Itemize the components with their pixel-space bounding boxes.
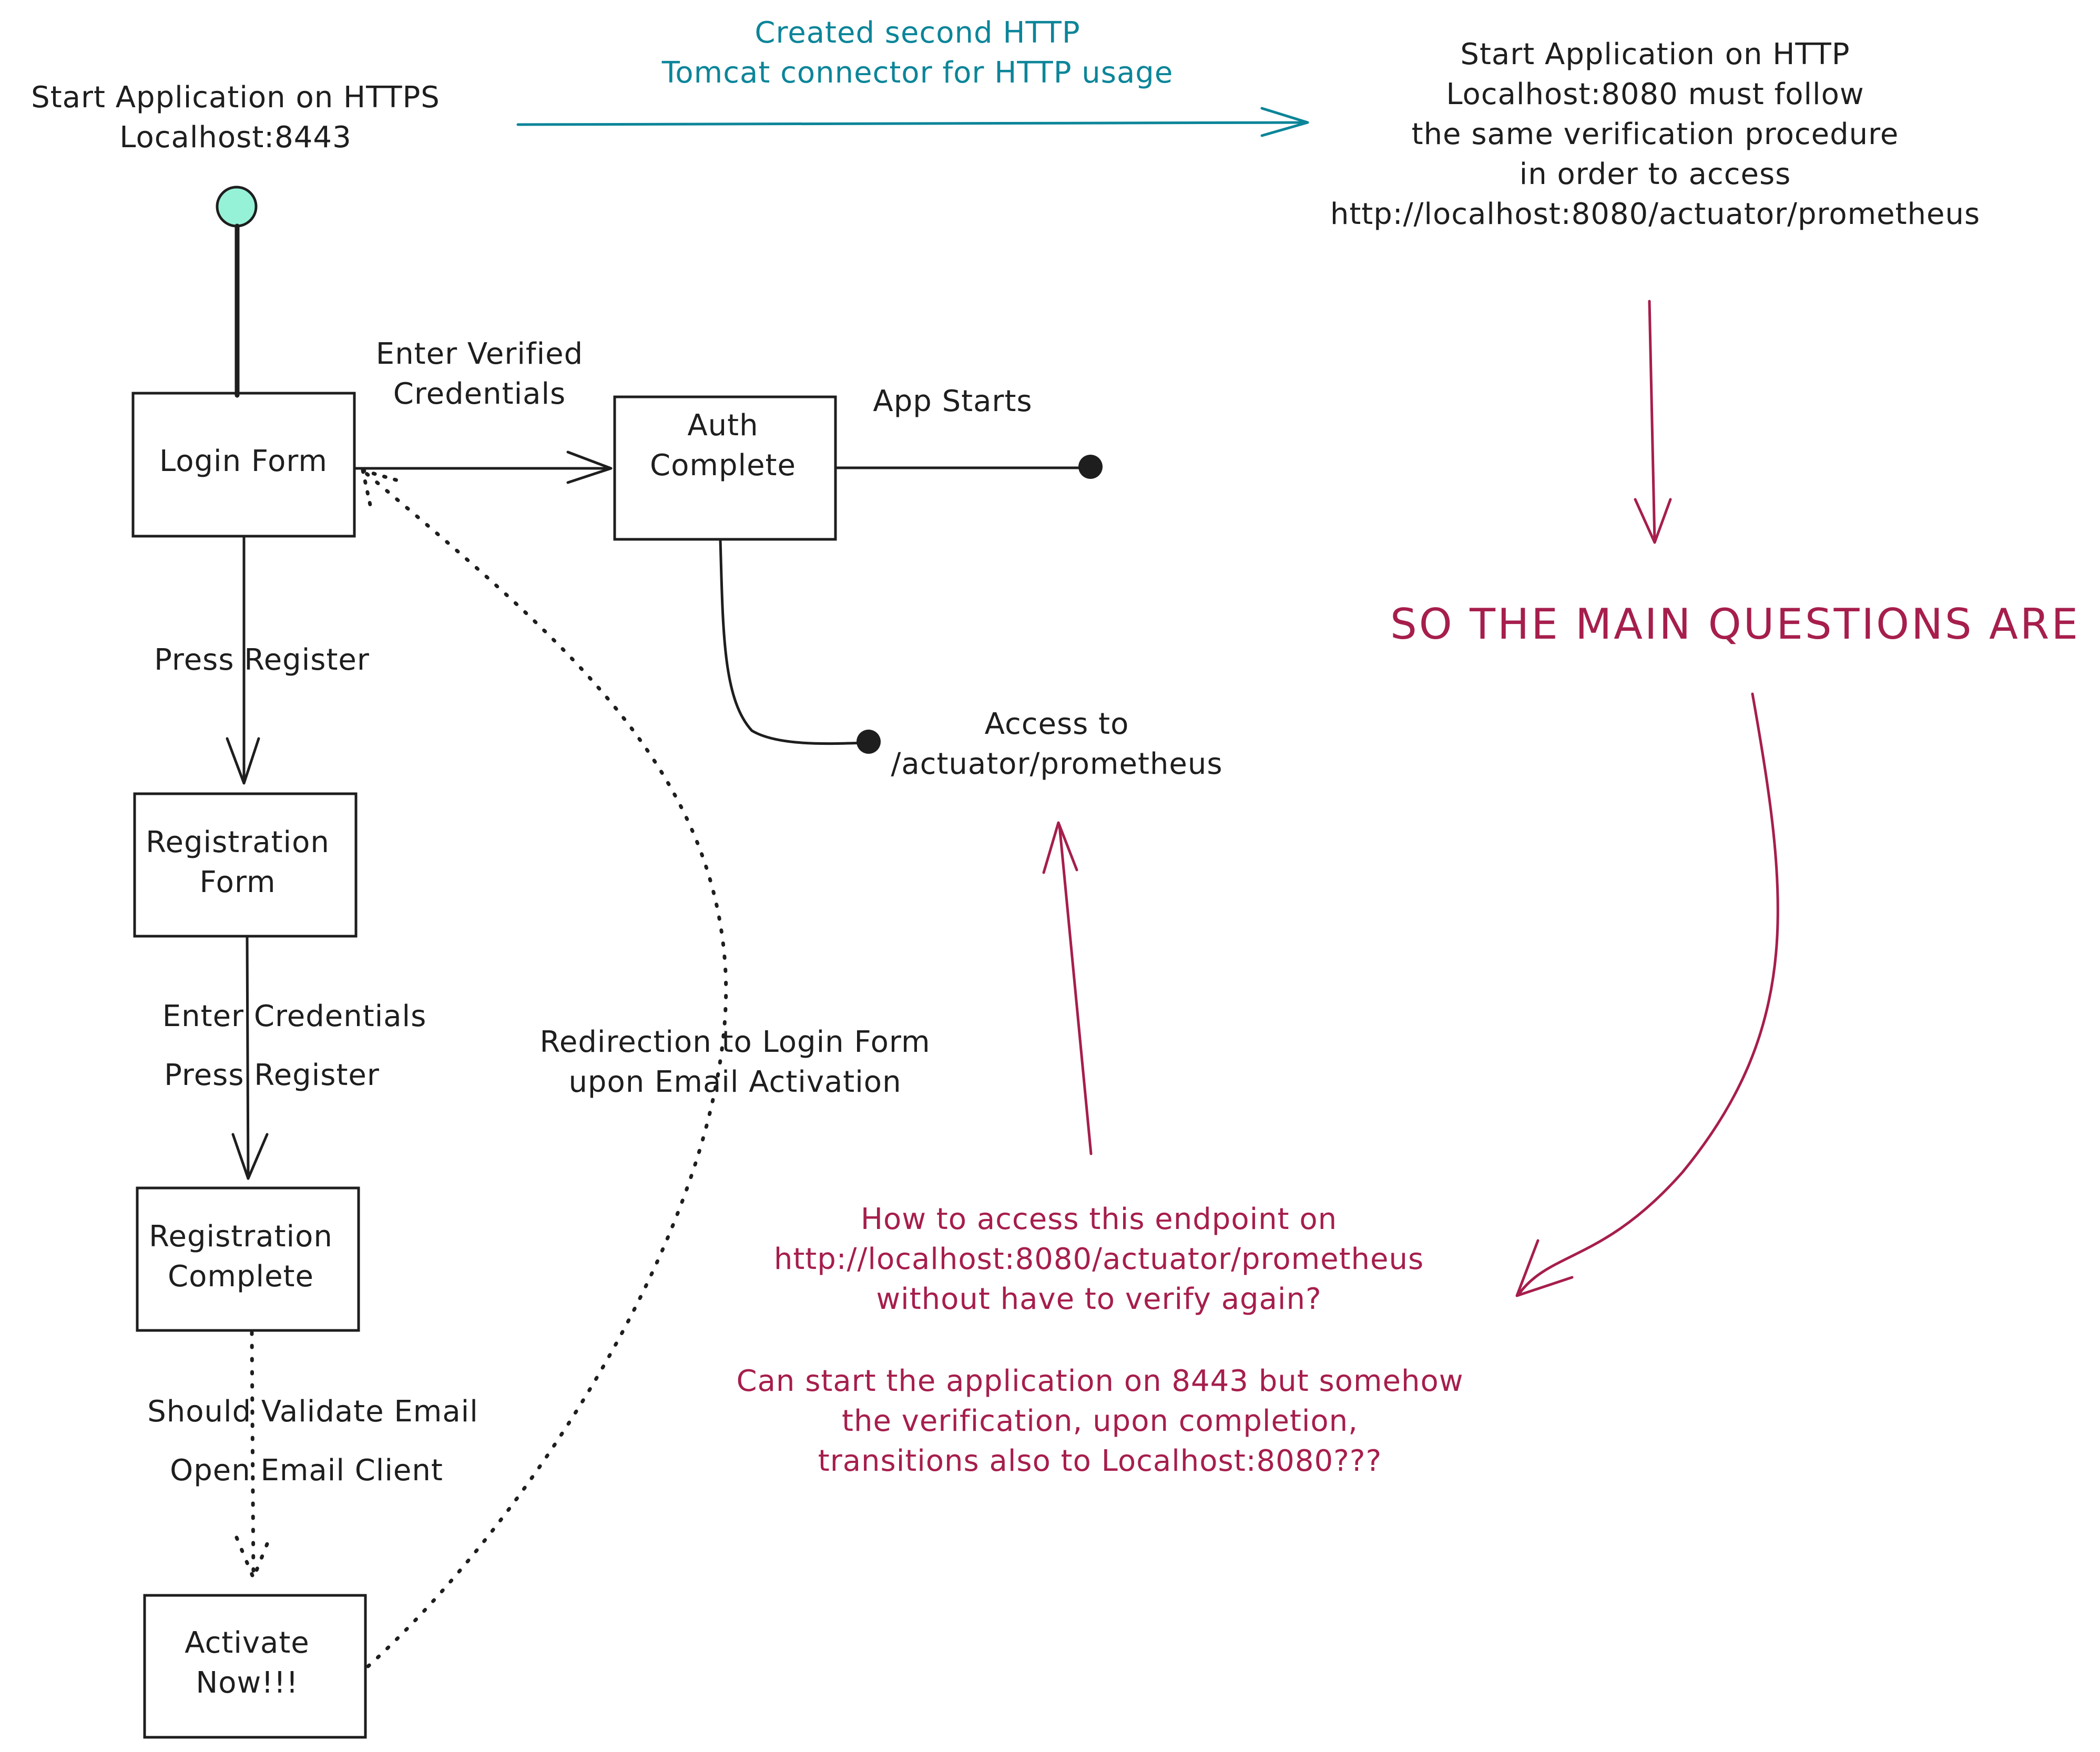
end-node-access [857, 730, 881, 754]
question-2: Can start the application on 8443 but so… [736, 1364, 1464, 1478]
registration-form-box [133, 792, 358, 938]
arrowhead-to-main-questions [1634, 498, 1672, 544]
arrow-https-to-http [516, 121, 1308, 126]
registration-complete-label: Registration Complete [149, 1220, 333, 1294]
arrow-main-to-questions [1518, 692, 1779, 1295]
arrowhead-activate-to-login [361, 468, 402, 509]
edge-label-press-register: Press Register [154, 643, 370, 677]
edge-label-app-starts: App Starts [873, 384, 1033, 418]
https-start-title: Start Application on HTTPS Localhost:844… [31, 80, 440, 155]
arrowhead-questions-to-access [1042, 821, 1078, 874]
start-node [216, 186, 258, 228]
arrowhead-main-to-questions [1515, 1239, 1574, 1297]
edge-label-open-email: Open Email Client [170, 1453, 443, 1488]
arrow-complete-to-activate [250, 1330, 256, 1579]
arrowhead-complete-to-activate [235, 1535, 272, 1583]
edge-label-enter-credentials: Enter Credentials [162, 999, 427, 1033]
edge-label-enter-verified: Enter Verified Credentials [375, 337, 584, 411]
end-node-app-starts [1078, 455, 1103, 479]
arrow-to-main-questions [1648, 300, 1656, 543]
arrowhead-https-to-http [1260, 107, 1309, 137]
activate-now-label: Activate Now!!! [185, 1626, 310, 1700]
login-form-label: Login Form [159, 444, 328, 478]
activate-now-box [143, 1594, 367, 1739]
registration-complete-box [136, 1186, 360, 1332]
main-questions-heading: SO THE MAIN QUESTIONS ARE [1390, 600, 2080, 649]
http-start-description: Start Application on HTTP Localhost:8080… [1330, 37, 1981, 231]
access-prometheus-label: Access to /actuator/prometheus [891, 707, 1223, 781]
arrow-auth-to-access [719, 538, 868, 745]
arrowhead-login-to-auth [566, 450, 613, 484]
arrow-registration-to-complete [246, 936, 250, 1178]
login-form-box [131, 392, 356, 538]
arrow-activate-to-login [361, 468, 728, 1668]
edge-label-press-register-2: Press Register [164, 1058, 380, 1092]
edge-label-redirection: Redirection to Login Form upon Email Act… [539, 1025, 931, 1099]
arrowhead-login-to-registration [226, 737, 260, 785]
question-1: How to access this endpoint on http://lo… [773, 1202, 1424, 1316]
auth-complete-label: Auth Complete [650, 408, 796, 483]
arrow-questions-to-access [1058, 824, 1093, 1155]
arrowhead-registration-to-complete [231, 1133, 269, 1180]
edge-label-should-validate: Should Validate Email [147, 1395, 478, 1429]
top-arrow-label: Created second HTTP Tomcat connector for… [661, 16, 1174, 90]
registration-form-label: Registration Form [146, 825, 330, 899]
